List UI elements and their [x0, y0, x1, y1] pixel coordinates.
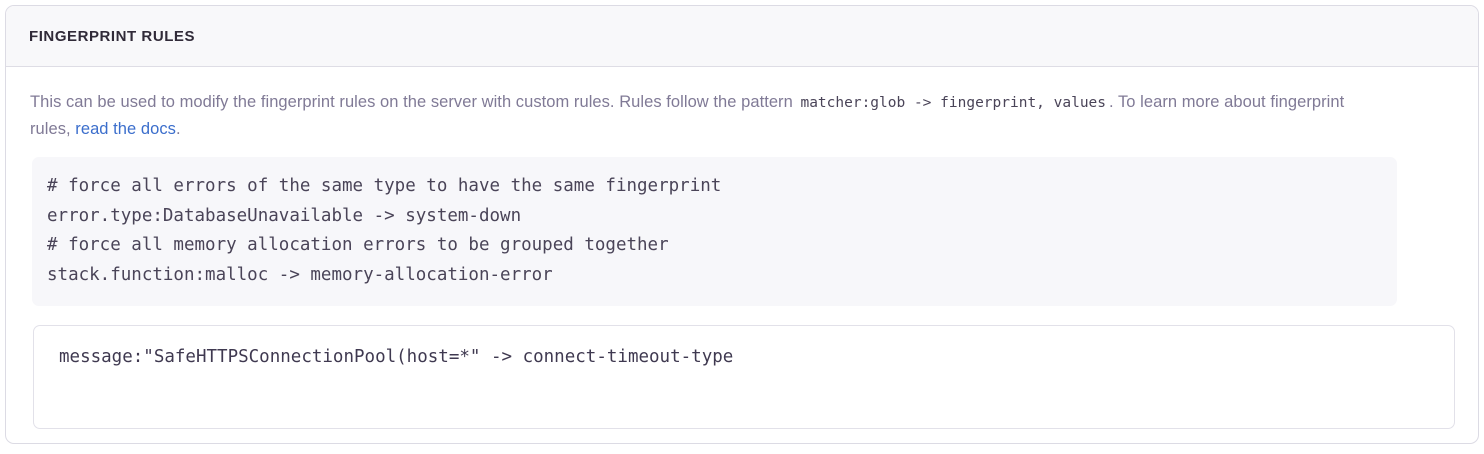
panel-header: FINGERPRINT RULES: [6, 6, 1478, 67]
fingerprint-rules-panel: FINGERPRINT RULES This can be used to mo…: [5, 5, 1479, 444]
example-rules-code-block: # force all errors of the same type to h…: [32, 157, 1397, 306]
page-title: FINGERPRINT RULES: [29, 27, 196, 45]
panel-body: This can be used to modify the fingerpri…: [6, 67, 1478, 429]
description-part-2: . To learn more about fingerprint rules,: [30, 93, 1345, 138]
description-text: This can be used to modify the fingerpri…: [30, 89, 1375, 142]
description-part-3: .: [175, 120, 181, 138]
description-part-1: This can be used to modify the fingerpri…: [30, 93, 798, 111]
inline-code-pattern: matcher:glob -> fingerprint, values: [800, 95, 1107, 111]
fingerprint-rules-input[interactable]: [33, 325, 1455, 429]
read-the-docs-link[interactable]: read the docs: [75, 120, 176, 138]
